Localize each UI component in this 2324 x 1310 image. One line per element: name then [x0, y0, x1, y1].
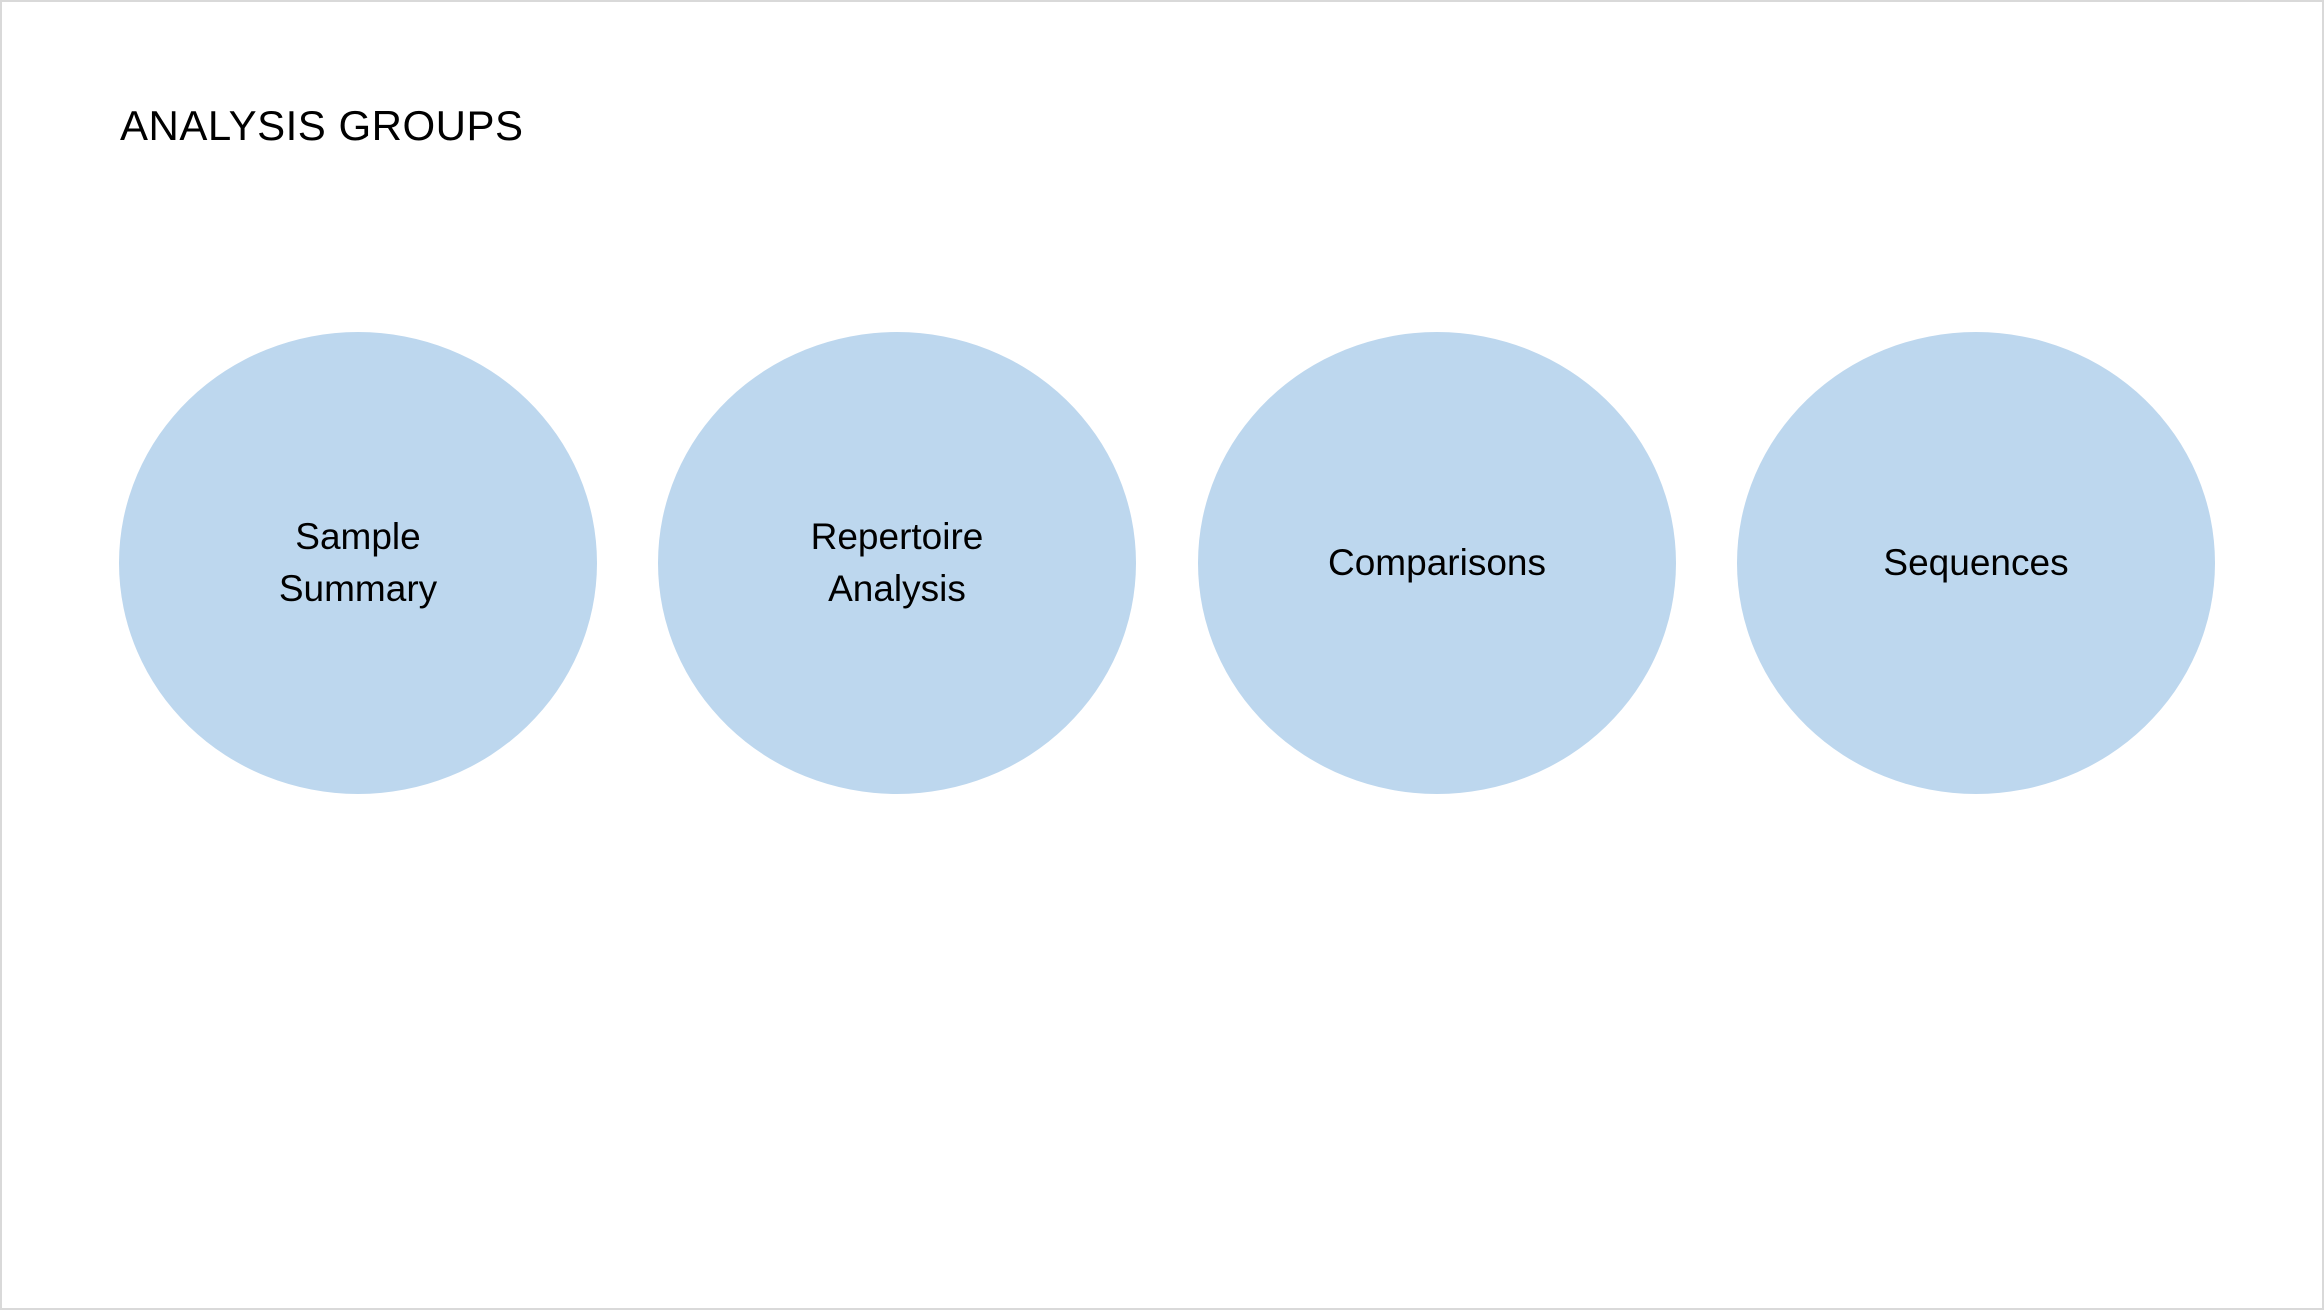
group-label: Repertoire Analysis	[810, 516, 984, 609]
group-label: Sample Summary	[278, 516, 438, 609]
group-label: Comparisons	[1328, 542, 1546, 583]
group-sample-summary[interactable]: Sample Summary	[119, 332, 597, 794]
group-comparisons[interactable]: Comparisons	[1198, 332, 1676, 794]
group-sequences[interactable]: Sequences	[1737, 332, 2215, 794]
page-title: ANALYSIS GROUPS	[120, 102, 524, 149]
group-repertoire-analysis[interactable]: Repertoire Analysis	[658, 332, 1136, 794]
group-label: Sequences	[1883, 542, 2069, 583]
